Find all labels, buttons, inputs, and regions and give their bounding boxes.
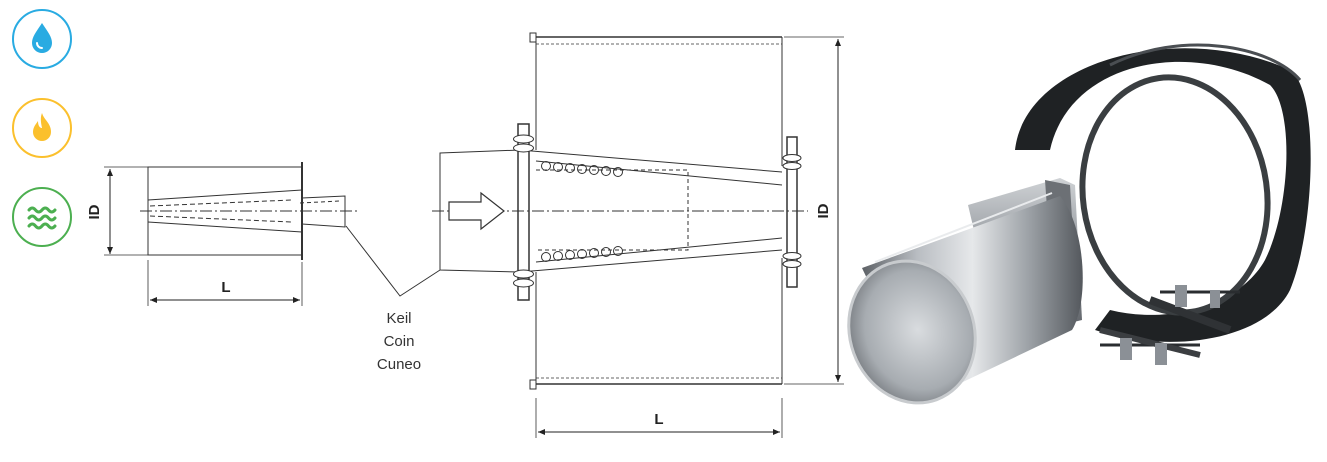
callout-coin: Coin <box>384 333 415 350</box>
heat-waves-icon <box>12 187 72 247</box>
small-l-label: L <box>221 279 230 296</box>
small-wedge-drawing <box>140 162 360 260</box>
large-section-drawing <box>432 32 808 390</box>
large-id-label: ID <box>815 203 832 218</box>
callout-keil: Keil <box>386 310 411 327</box>
flame-icon <box>12 98 72 158</box>
callout-leader <box>345 225 441 297</box>
water-drop-icon <box>12 9 72 69</box>
small-id-label: ID <box>86 204 103 219</box>
callout-cuneo: Cuneo <box>377 356 421 373</box>
large-l-label: L <box>654 411 663 428</box>
product-photo <box>847 43 1311 405</box>
